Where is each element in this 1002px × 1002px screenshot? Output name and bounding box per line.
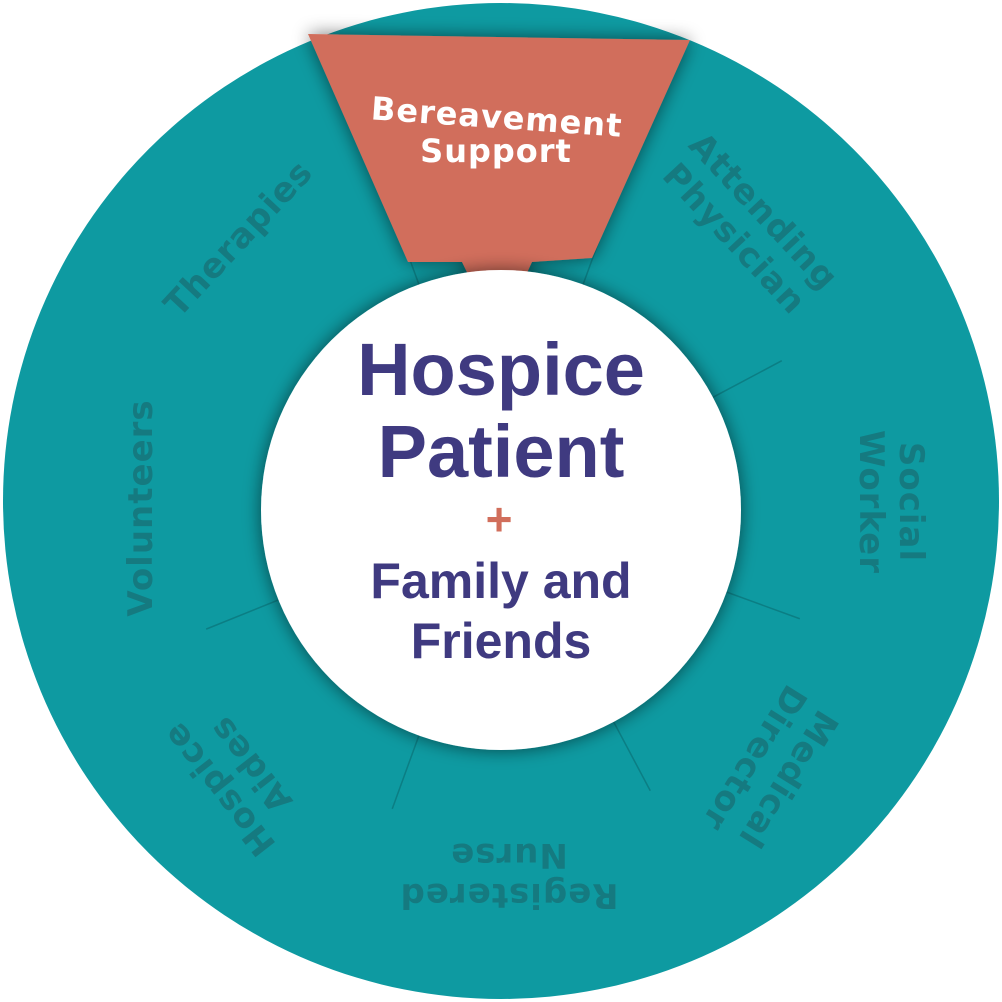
bereavement-label-line2: Support (420, 132, 572, 170)
segment-divider (607, 710, 651, 792)
social-worker-label-line1: Social (891, 442, 931, 562)
center-title-line1: Hospice (357, 328, 645, 411)
segment-social-worker: Social Worker (851, 430, 931, 574)
segment-volunteers: Volunteers (121, 399, 161, 616)
center-subtitle-line1: Family and (370, 553, 631, 609)
registered-nurse-label-line1: Registered (400, 875, 619, 915)
segment-registered-nurse: Registered Nurse (400, 835, 619, 915)
volunteers-label: Volunteers (121, 399, 161, 616)
segment-divider (391, 723, 424, 810)
segment-divider (714, 587, 801, 620)
registered-nurse-label-line2: Nurse (450, 835, 568, 875)
segment-divider (701, 360, 783, 404)
segment-divider (205, 594, 290, 630)
center-subtitle-line2: Friends (411, 613, 592, 669)
social-worker-label-line2: Worker (851, 430, 891, 574)
center-title-line2: Patient (378, 410, 625, 493)
bereavement-support-segment (308, 34, 690, 336)
center-circle (261, 270, 741, 750)
plus-sign: + (486, 493, 513, 545)
